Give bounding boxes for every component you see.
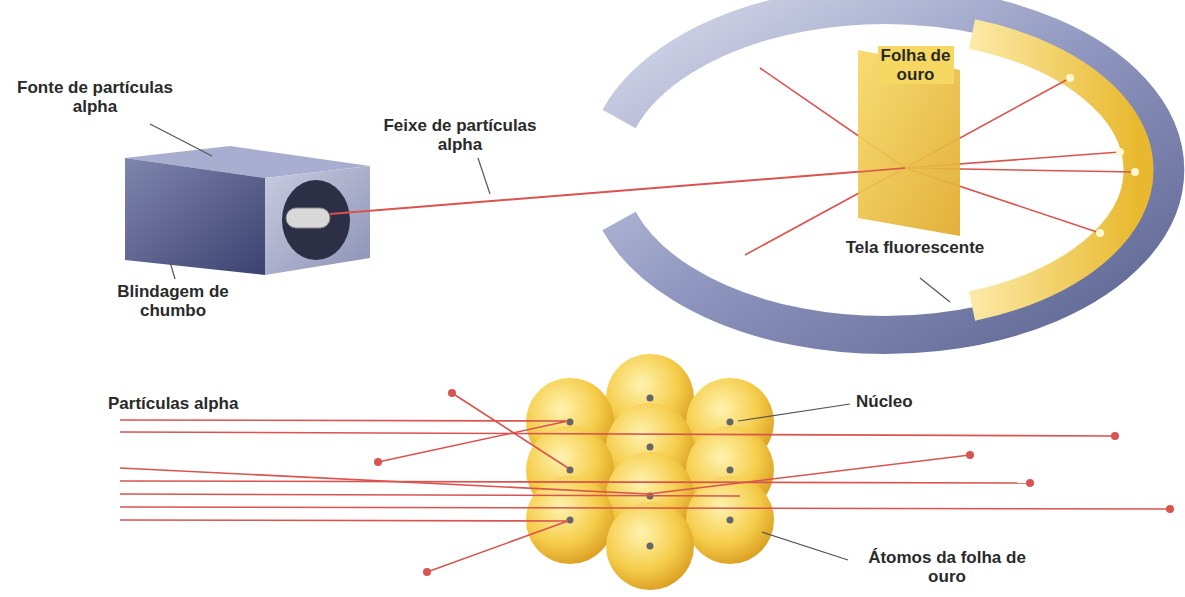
nuclei [567, 395, 734, 550]
alpha-beam [330, 168, 905, 214]
callout-label: Átomos da folha de ouro [865, 548, 1029, 586]
rays-through-foil [858, 168, 905, 172]
callout-label: Feixe de partículas alpha [380, 116, 540, 154]
callout-label: Fonte de partículas alpha [14, 78, 176, 116]
callout-label: Folha de ouro [878, 46, 954, 84]
gold-atoms [526, 354, 774, 590]
flash-dots [1066, 74, 1139, 237]
callout-label: Partículas alpha [105, 394, 242, 413]
lead-shield [125, 146, 370, 275]
callout-label: Tela fluorescente [843, 238, 988, 257]
leader-lines [738, 404, 850, 560]
leader-lines [150, 124, 950, 302]
particle-dots [374, 389, 1174, 576]
callout-label: Núcleo [853, 392, 916, 411]
callout-label: Blindagem de chumbo [114, 282, 232, 320]
alpha-paths [120, 393, 1170, 572]
ring-housing [619, 5, 1165, 335]
